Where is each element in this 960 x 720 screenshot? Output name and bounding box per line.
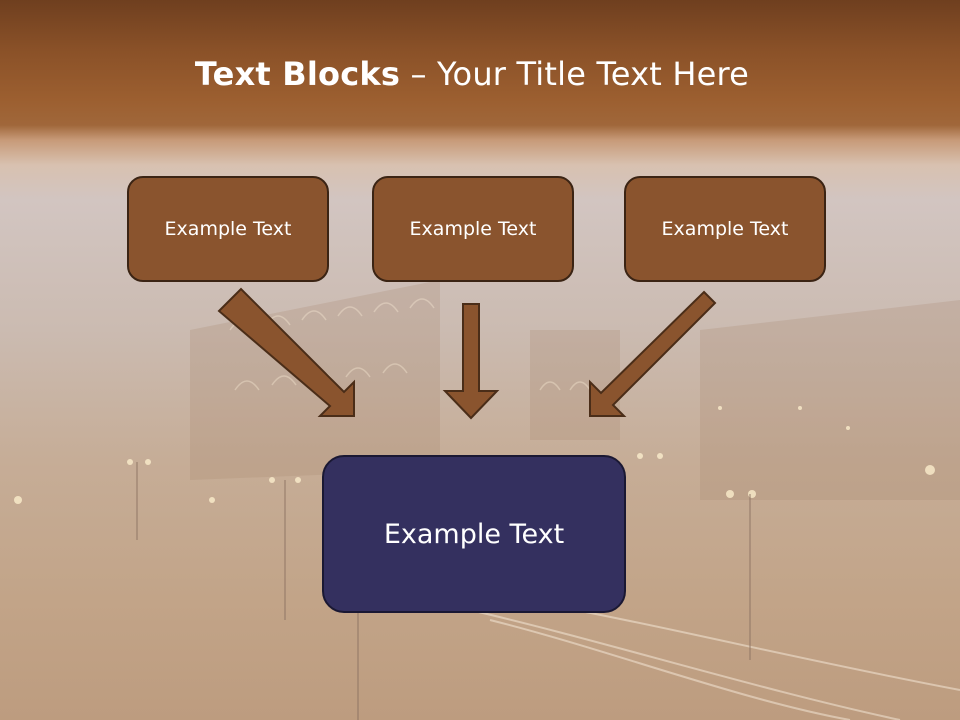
arrow-right[interactable] [589,290,717,417]
text-block-1[interactable]: Example Text [127,176,329,282]
slide-title-bold: Text Blocks [194,55,401,93]
text-block-1-label: Example Text [164,218,292,240]
text-block-3-label: Example Text [661,218,789,240]
slide-title-rest: – Your Title Text Here [400,55,750,93]
text-block-3[interactable]: Example Text [624,176,826,282]
slide-title: Text Blocks – Your Title Text Here [0,55,944,93]
text-block-2-label: Example Text [409,218,537,240]
arrow-center[interactable] [442,303,500,420]
arrow-left[interactable] [217,287,355,417]
text-block-2[interactable]: Example Text [372,176,574,282]
target-text-block-label: Example Text [383,518,565,550]
target-text-block[interactable]: Example Text [322,455,626,613]
